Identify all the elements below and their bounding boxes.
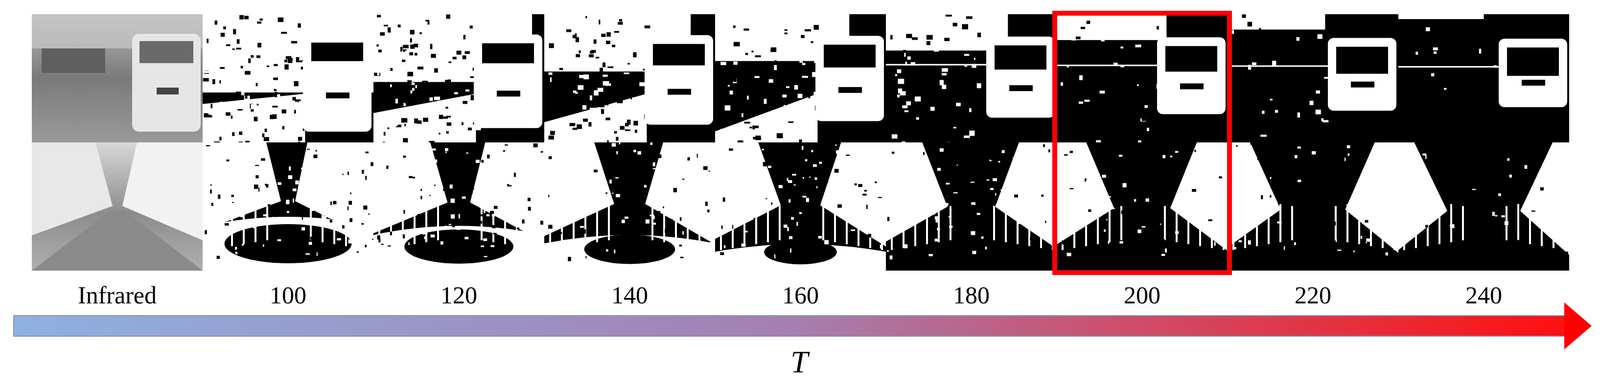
column-label: 220 [1294,282,1332,308]
image-column [202,14,377,271]
binary-image [202,14,374,146]
binary-image [373,142,548,271]
column-label: 180 [952,282,990,308]
column-label: 120 [440,282,478,308]
binary-image [373,14,545,147]
binary-image [544,142,716,271]
binary-image [715,14,886,145]
column-label: Infrared [77,282,157,308]
highlight-frame [1054,13,1230,273]
image-column [373,14,548,271]
binary-image [544,14,716,144]
column-label: 200 [1123,282,1161,308]
binary-image [202,142,377,271]
image-column [31,14,203,271]
binary-image [715,142,886,271]
column-label: 100 [269,282,307,308]
image-column [544,14,716,271]
binary-image [1056,14,1228,145]
threshold-arrowhead [1564,302,1592,350]
binary-image [1056,142,1230,271]
axis-label: T [790,346,809,378]
binary-image [885,142,1060,271]
column-label: 240 [1465,282,1503,308]
binary-image [1398,14,1570,143]
image-column [1056,14,1230,271]
binary-image [1227,14,1399,143]
infrared-image [31,142,203,271]
threshold-arrow-bar [13,315,1566,337]
column-label: 160 [782,282,819,308]
binary-image [885,14,1057,145]
column-label: 140 [611,282,649,308]
binary-image [1227,142,1399,271]
image-column [885,14,1060,271]
image-column [715,14,886,271]
image-column [1398,14,1570,271]
binary-image [1398,142,1570,271]
infrared-image [31,14,203,143]
image-column [1227,14,1399,271]
